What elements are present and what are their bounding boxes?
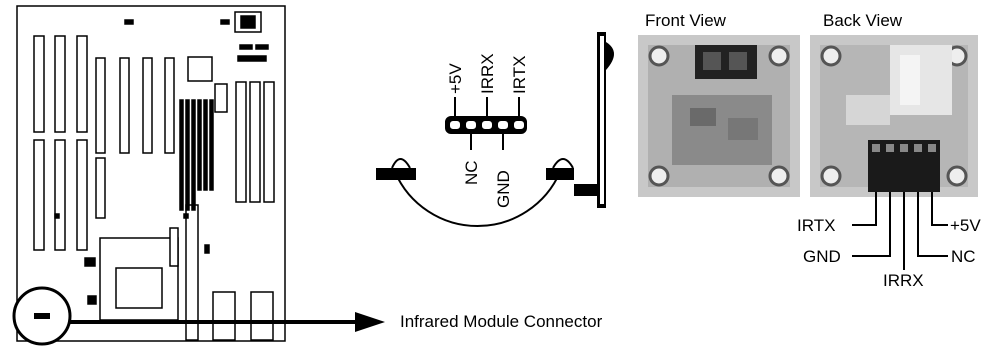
motherboard xyxy=(16,5,286,342)
back-label-5v: +5V xyxy=(950,216,981,235)
ir-module-side xyxy=(574,32,614,208)
pin-header xyxy=(445,97,527,150)
back-view-title: Back View xyxy=(823,11,903,30)
front-view-module xyxy=(638,35,800,197)
pin-label-gnd: GND xyxy=(494,170,513,208)
pointer-arrow xyxy=(70,312,385,332)
back-view-module xyxy=(810,35,978,197)
back-label-nc: NC xyxy=(951,247,976,266)
back-label-irrx: IRRX xyxy=(883,271,924,290)
pin-label-irtx: IRTX xyxy=(510,55,529,94)
back-label-irtx: IRTX xyxy=(797,216,836,235)
front-view-title: Front View xyxy=(645,11,726,30)
pin-label-nc: NC xyxy=(462,160,481,185)
pin-label-5v: +5V xyxy=(446,63,465,94)
back-view-leads xyxy=(852,192,948,270)
pin-label-irrx: IRRX xyxy=(478,53,497,94)
cable xyxy=(376,158,574,227)
connector-highlight xyxy=(12,286,72,346)
caption: Infrared Module Connector xyxy=(400,312,603,331)
back-label-gnd: GND xyxy=(803,247,841,266)
